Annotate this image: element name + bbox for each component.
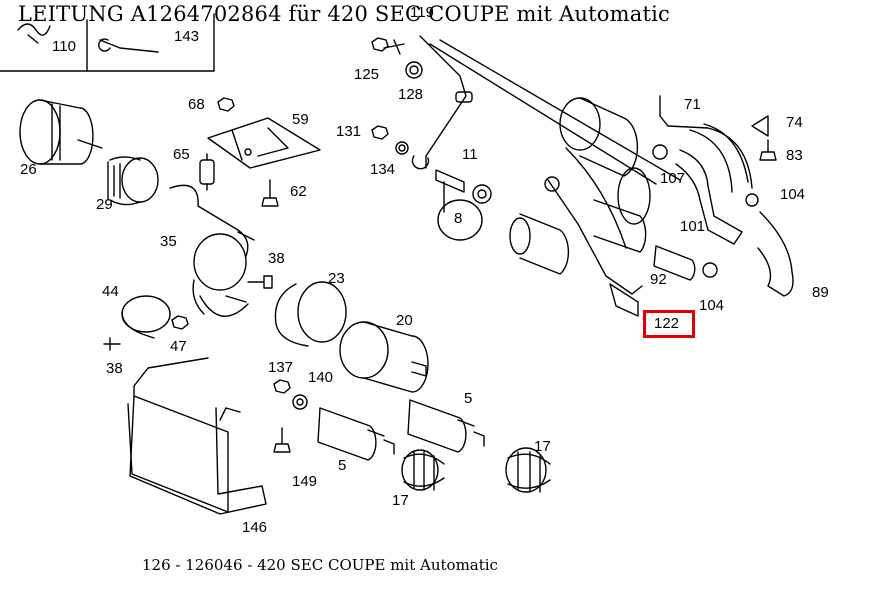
small-hardware-a (199, 97, 279, 207)
part-26-bellows (19, 99, 103, 165)
part-5-pump-a (317, 407, 395, 461)
part-label-110[interactable]: 110 (52, 38, 76, 55)
part-label-104-top[interactable]: 104 (780, 186, 806, 203)
part-label-68[interactable]: 68 (188, 96, 205, 113)
part-label-83[interactable]: 83 (786, 147, 803, 164)
part-label-23[interactable]: 23 (328, 270, 345, 287)
part-29-sleeve (107, 156, 159, 206)
part-label-38-top[interactable]: 38 (268, 250, 285, 267)
part-35-clamp (169, 184, 255, 317)
main-accumulator (509, 97, 651, 275)
part-label-149[interactable]: 149 (292, 473, 318, 490)
small-hardware-b (273, 379, 308, 453)
part-38-screw (247, 275, 273, 289)
part-17-bellows-b (505, 447, 551, 493)
part-label-92[interactable]: 92 (650, 271, 667, 288)
fittings-top (371, 35, 473, 170)
part-label-62[interactable]: 62 (290, 183, 307, 200)
part-label-134[interactable]: 134 (370, 161, 396, 178)
part-label-8[interactable]: 8 (454, 210, 463, 227)
part-label-140[interactable]: 140 (308, 369, 334, 386)
part-label-131[interactable]: 131 (336, 123, 362, 140)
leader-lines (429, 39, 681, 185)
part-label-17-left[interactable]: 17 (392, 492, 409, 509)
part-label-104-bottom[interactable]: 104 (699, 297, 725, 314)
inset-boxes (0, 13, 215, 72)
part-label-143[interactable]: 143 (174, 28, 200, 45)
part-label-65[interactable]: 65 (173, 146, 190, 163)
part-label-20[interactable]: 20 (396, 312, 413, 329)
part-label-125[interactable]: 125 (354, 66, 380, 83)
part-146-guard (127, 357, 267, 515)
part-59-bracket (207, 117, 321, 169)
part-label-38-bottom[interactable]: 38 (106, 360, 123, 377)
part-label-47[interactable]: 47 (170, 338, 187, 355)
part-5-pump-b (407, 399, 485, 453)
hoses-right (652, 95, 794, 297)
part-17-bellows-a (401, 449, 445, 491)
part-label-137[interactable]: 137 (268, 359, 294, 376)
part-11-8 (435, 169, 492, 241)
part-label-122[interactable]: 122 (654, 315, 680, 332)
part-label-17-right[interactable]: 17 (534, 438, 551, 455)
footer-caption: 126 - 126046 - 420 SEC COUPE mit Automat… (142, 556, 498, 574)
part-label-11[interactable]: 11 (462, 146, 478, 163)
part-label-35[interactable]: 35 (160, 233, 177, 250)
part-label-107[interactable]: 107 (660, 170, 686, 187)
part-44-clamp (103, 295, 189, 351)
part-label-146[interactable]: 146 (242, 519, 268, 536)
part-label-128[interactable]: 128 (398, 86, 424, 103)
part-label-119[interactable]: 119 (410, 4, 434, 21)
part-label-5-right[interactable]: 5 (464, 390, 473, 407)
part-label-44[interactable]: 44 (102, 283, 119, 300)
highlight-box-122 (643, 310, 695, 338)
part-23-sleeve (274, 281, 347, 347)
part-label-71[interactable]: 71 (684, 96, 701, 113)
part-label-74[interactable]: 74 (786, 114, 803, 131)
page-title: LEITUNG A1264702864 für 420 SEC COUPE mi… (18, 2, 670, 26)
part-92-122 (544, 176, 696, 317)
part-label-89[interactable]: 89 (812, 284, 829, 301)
part-label-29[interactable]: 29 (96, 196, 113, 213)
part-label-101[interactable]: 101 (680, 218, 706, 235)
part-label-26[interactable]: 26 (20, 161, 37, 178)
part-label-5-left[interactable]: 5 (338, 457, 347, 474)
part-20-filter (339, 321, 429, 393)
part-label-59[interactable]: 59 (292, 111, 309, 128)
